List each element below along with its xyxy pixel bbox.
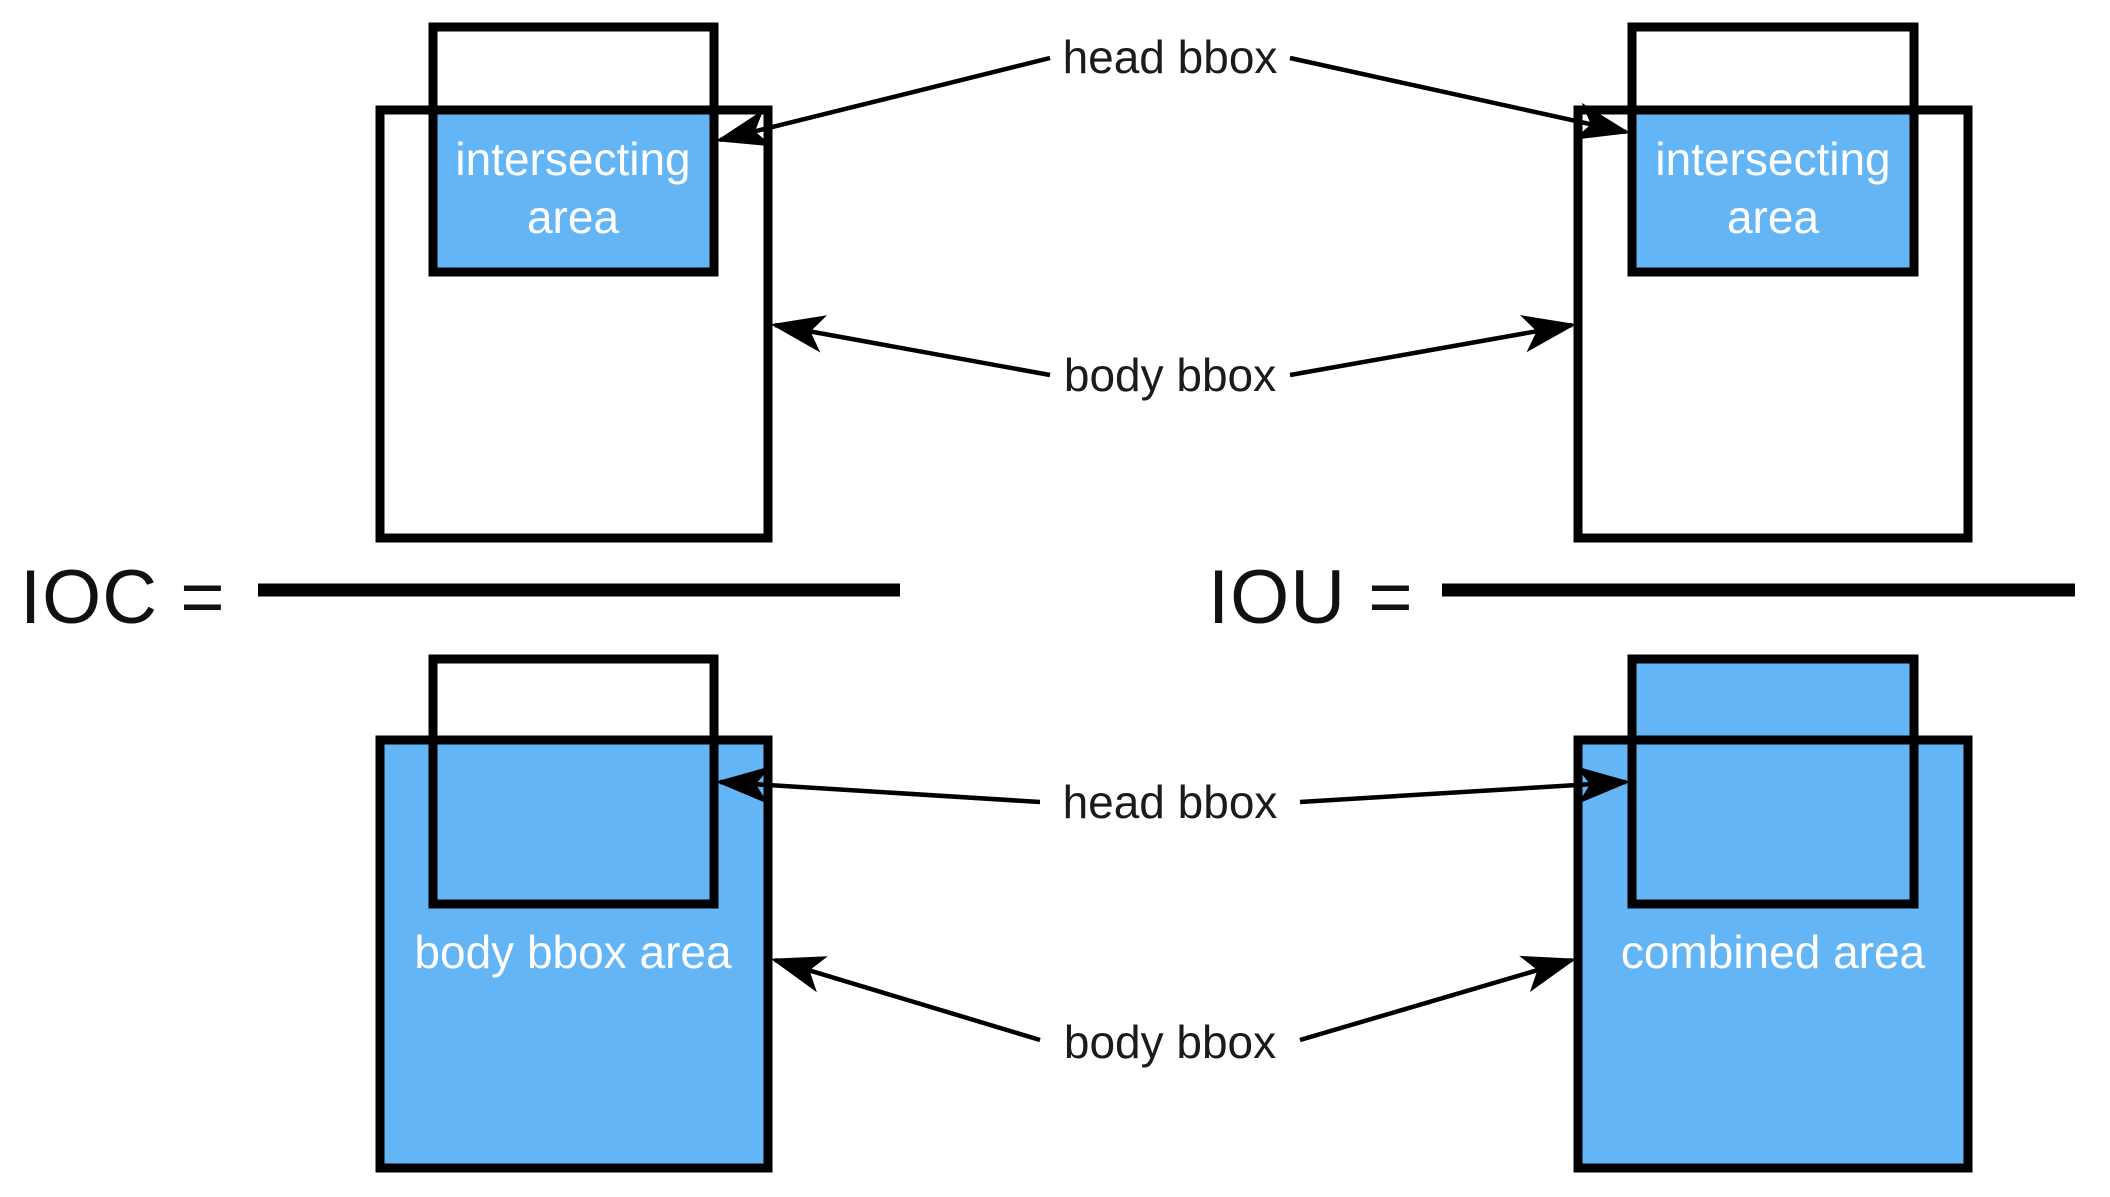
head-bbox-top-left bbox=[428, 22, 719, 277]
head-bbox-bottom-left bbox=[428, 654, 719, 909]
callout-label-bottom-body: body bbox bbox=[1064, 1016, 1276, 1068]
body-bbox-area-label: body bbox area bbox=[414, 926, 732, 978]
combined-area-label: combined area bbox=[1621, 926, 1926, 978]
intersecting-area-fill-top-right bbox=[1633, 112, 1913, 272]
body-bbox-top-right bbox=[1573, 105, 1973, 543]
leader-top-body-left bbox=[770, 315, 1051, 378]
leader-bottom-head-right bbox=[1299, 766, 1631, 805]
intersecting-area-label-top-left: intersecting bbox=[455, 133, 690, 185]
callout-label-top-head: head bbox bbox=[1063, 31, 1278, 83]
body-bbox-area-fill-bottom-left bbox=[382, 742, 766, 1166]
head-bbox-bottom-right bbox=[1627, 654, 1919, 909]
leader-bottom-body-right bbox=[1299, 955, 1577, 1043]
head-bbox-top-right bbox=[1627, 22, 1919, 277]
panel-iou-numerator: intersecting area bbox=[1573, 22, 1973, 543]
intersecting-area-label-top-right-line2: area bbox=[1727, 191, 1819, 243]
panel-iou-denominator: combined area bbox=[1573, 654, 1973, 1173]
leader-bottom-head-left bbox=[715, 766, 1041, 805]
body-bbox-bottom-right bbox=[1573, 735, 1973, 1173]
callout-label-top-body: body bbox bbox=[1064, 349, 1276, 401]
body-bbox-top-left bbox=[375, 105, 773, 543]
intersecting-area-label-top-right: intersecting bbox=[1655, 133, 1890, 185]
intersecting-area-fill-top-left bbox=[434, 112, 713, 272]
callout-label-bottom-head: head bbox bbox=[1063, 776, 1278, 828]
combined-area-fill-body-bottom-right bbox=[1580, 742, 1966, 1166]
iou-formula-label: IOU = bbox=[1208, 555, 1414, 640]
intersecting-area-label-top-left-line2: area bbox=[527, 191, 619, 243]
callout-lines-top bbox=[715, 55, 1631, 378]
ioc-formula-label: IOC = bbox=[20, 555, 226, 640]
leader-top-head-right bbox=[1289, 55, 1631, 140]
callout-lines-bottom bbox=[715, 766, 1631, 1043]
leader-bottom-body-left bbox=[770, 956, 1041, 1043]
panel-ioc-denominator: body bbox area bbox=[375, 654, 773, 1173]
leader-top-head-left bbox=[715, 55, 1051, 147]
leader-top-body-right bbox=[1289, 315, 1577, 378]
body-bbox-bottom-left bbox=[375, 735, 773, 1173]
panel-ioc-numerator: intersecting area bbox=[375, 22, 773, 543]
